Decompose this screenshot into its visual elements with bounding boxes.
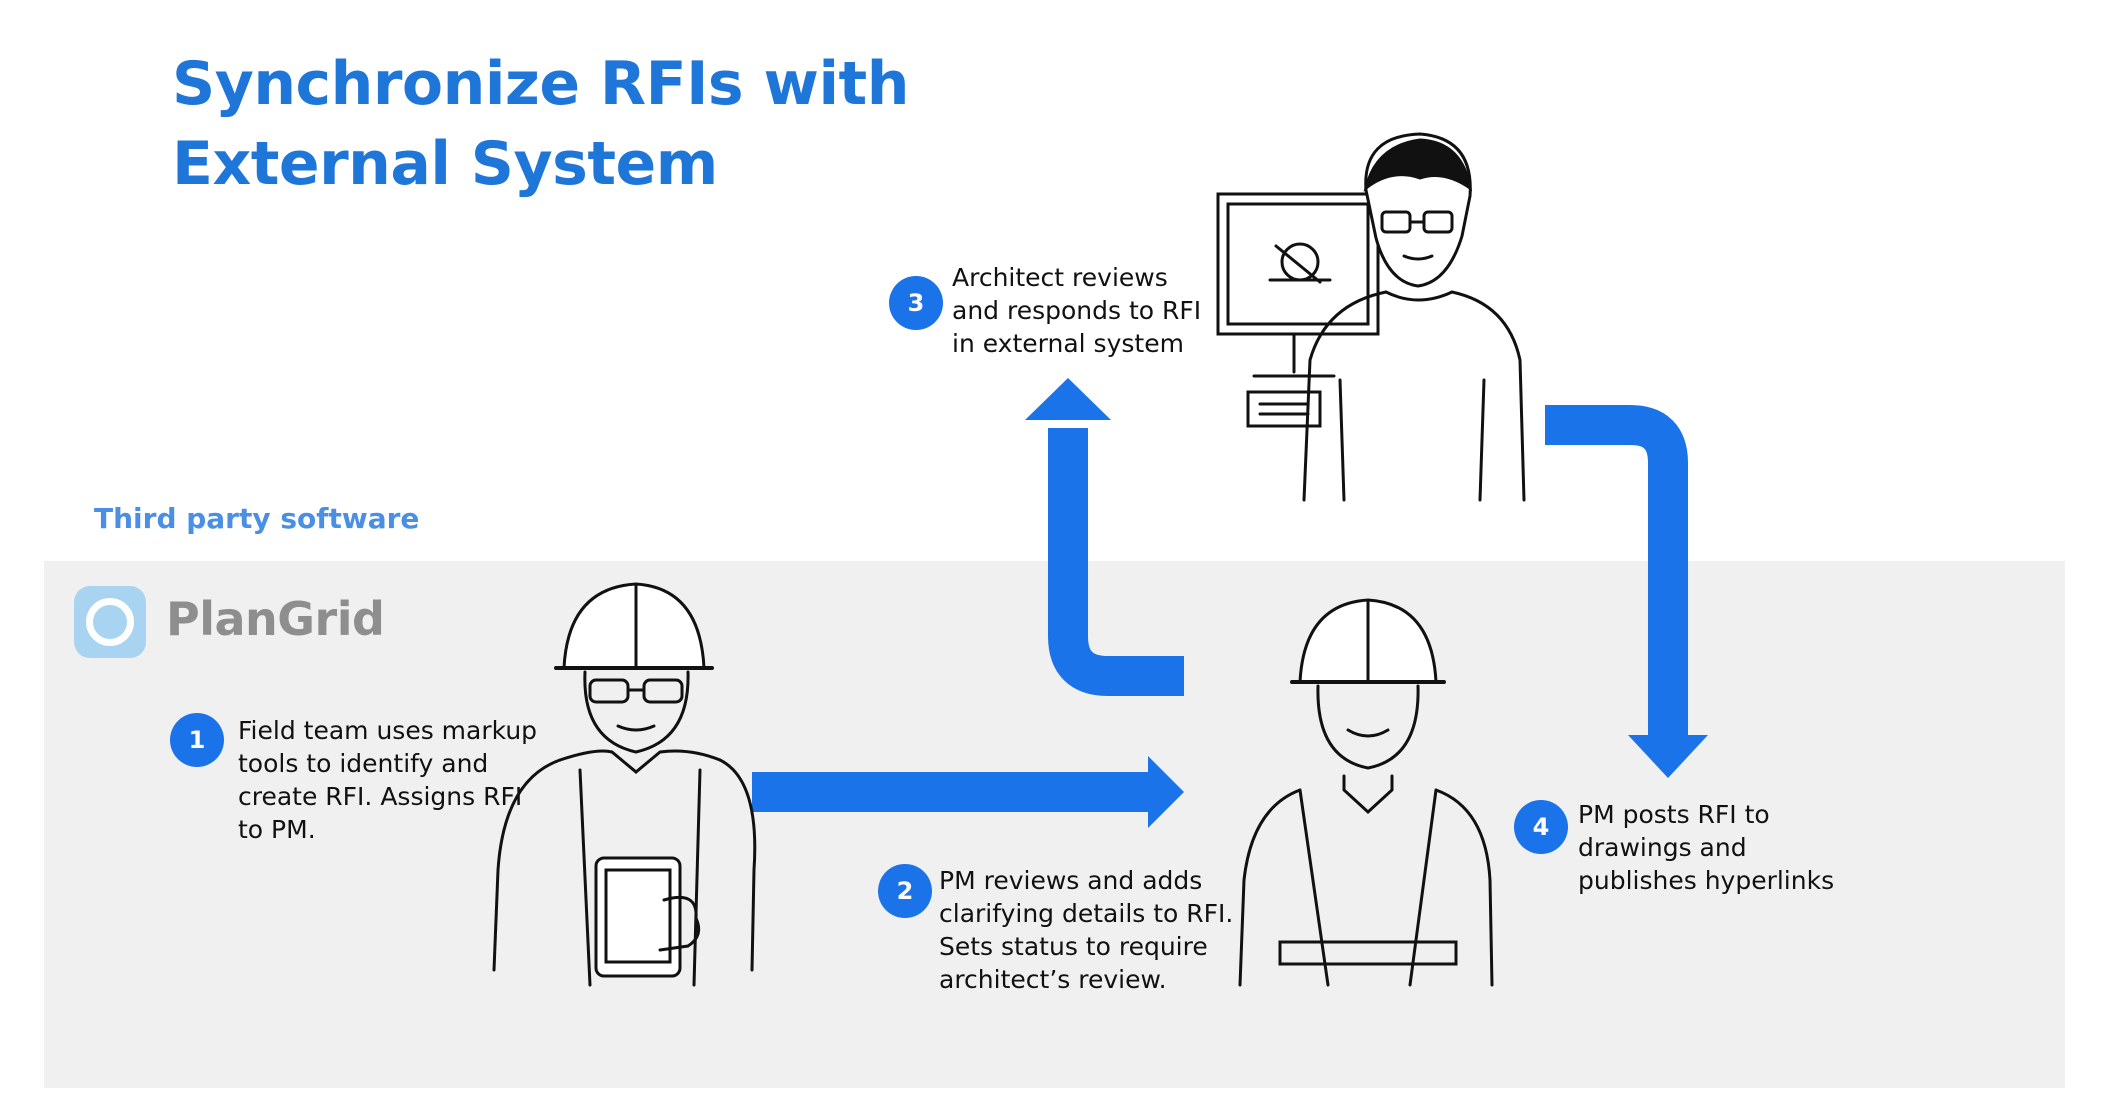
step-1-line: create RFI. Assigns RFI [238, 782, 523, 811]
step-2-text: PM reviews and adds clarifying details t… [939, 864, 1233, 996]
arrowhead-up [1025, 378, 1111, 420]
step-2-line: architect’s review. [939, 965, 1167, 994]
step-1-badge: 1 [170, 713, 224, 767]
step-3-text: Architect reviews and responds to RFI in… [952, 261, 1201, 360]
plangrid-logo-ring [86, 598, 134, 646]
step-4-badge: 4 [1514, 800, 1568, 854]
step-1-text: Field team uses markup tools to identify… [238, 714, 537, 846]
arrow-3-to-4 [1545, 405, 1688, 738]
step-2-line: PM reviews and adds [939, 866, 1203, 895]
arrowhead-down [1628, 735, 1708, 778]
field-worker-illustration [492, 582, 757, 987]
title-line-1: Synchronize RFIs with [172, 49, 909, 119]
step-3-badge: 3 [889, 276, 943, 330]
step-2-line: Sets status to require [939, 932, 1208, 961]
architect-illustration [1216, 132, 1526, 502]
step-4-line: PM posts RFI to [1578, 800, 1770, 829]
step-4-line: publishes hyperlinks [1578, 866, 1835, 895]
step-1-line: to PM. [238, 815, 316, 844]
arrow-2-to-3 [1048, 428, 1184, 696]
page-title: Synchronize RFIs with External System [172, 44, 909, 204]
title-line-2: External System [172, 129, 718, 199]
third-party-label: Third party software [94, 502, 420, 535]
plangrid-wordmark: PlanGrid [166, 592, 385, 646]
step-3-line: and responds to RFI [952, 296, 1202, 325]
step-2-badge: 2 [878, 864, 932, 918]
arrowhead-right [1148, 756, 1184, 828]
step-3-line: Architect reviews [952, 263, 1168, 292]
project-manager-illustration [1238, 598, 1494, 987]
step-4-line: drawings and [1578, 833, 1747, 862]
step-3-line: in external system [952, 329, 1184, 358]
step-2-line: clarifying details to RFI. [939, 899, 1234, 928]
step-1-line: Field team uses markup [238, 716, 538, 745]
step-4-text: PM posts RFI to drawings and publishes h… [1578, 798, 1834, 897]
step-1-line: tools to identify and [238, 749, 489, 778]
